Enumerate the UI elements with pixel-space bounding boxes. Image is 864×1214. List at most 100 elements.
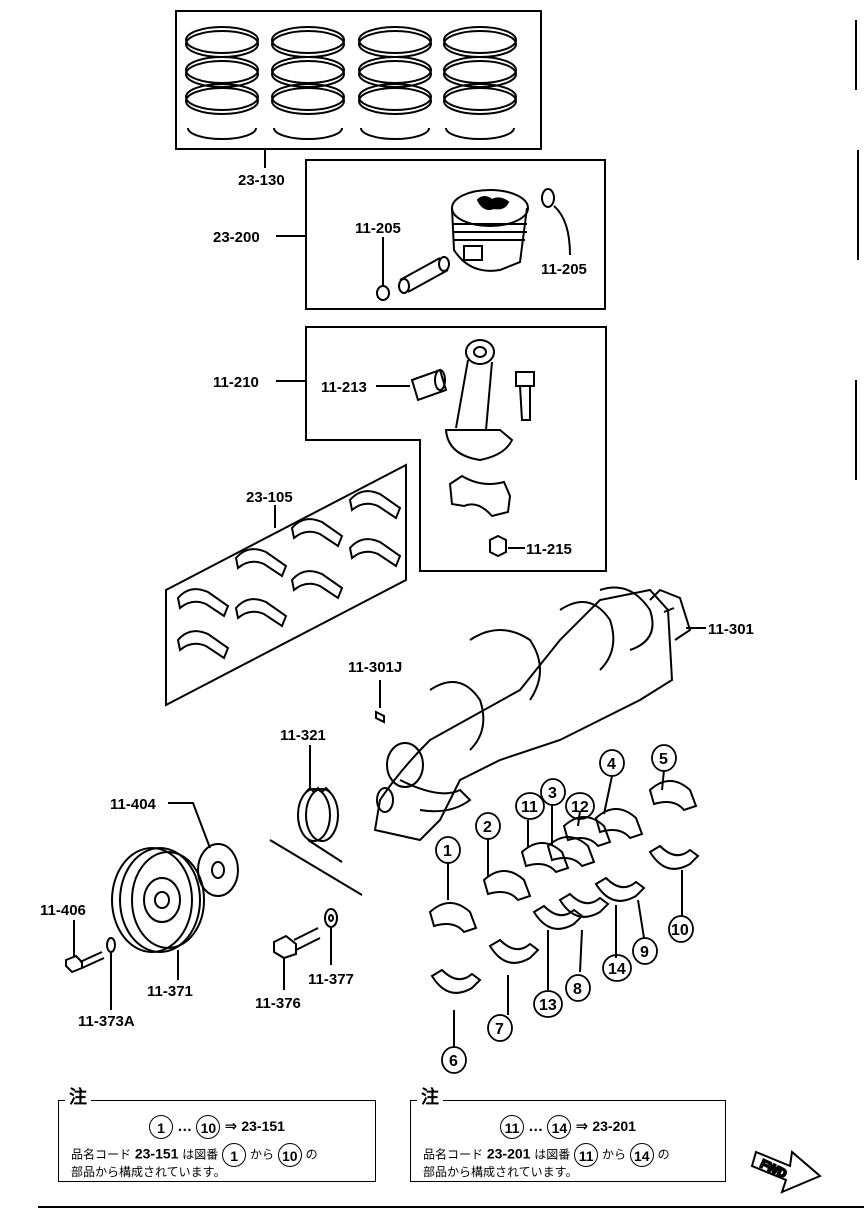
snap-ring-icon [541,188,555,208]
bearing-number-10: 10 [671,922,689,939]
desc-from: から [601,1147,626,1162]
target-code: 23-151 [241,1117,285,1134]
main-bearing-icon [428,780,700,994]
desc-prefix: 品名コード [71,1147,132,1162]
ring-set-2 [271,26,345,140]
note-box-left: 注 1 … 10 ⇒ 23-151 品名コード 23-151 は図番 1 から … [58,1088,376,1182]
target-code: 23-201 [592,1117,636,1134]
connecting-rod-icon [444,339,514,462]
bearing-number-14: 14 [608,961,626,978]
label-11-321: 11-321 [280,727,326,744]
bearing-number-4: 4 [607,756,616,773]
circled-number: 14 [629,1143,654,1167]
desc-prefix: 品名コード [423,1147,484,1162]
range-separator: … [528,1117,544,1135]
circled-number: 10 [277,1143,302,1167]
bearing-number-9: 9 [640,944,649,961]
label-11-205-right: 11-205 [541,261,587,278]
timing-pulley-icon[interactable] [269,745,363,896]
circled-number: 11 [574,1143,599,1167]
bearing-numbers: 1 2 3 4 5 6 7 8 9 10 11 12 13 14 [443,751,689,1070]
bearing-number-6: 6 [449,1053,458,1070]
piston-icon [451,189,529,272]
piston-group[interactable] [276,159,606,310]
ring-set-1 [185,26,259,140]
piston-pin-icon [398,256,450,294]
label-11-373A: 11-373A [78,1013,135,1030]
bearing-number-11: 11 [521,799,538,816]
label-11-406: 11-406 [40,902,86,919]
label-11-376: 11-376 [255,995,301,1012]
footer-rule [38,1206,864,1208]
label-11-377: 11-377 [308,971,354,988]
label-11-301: 11-301 [708,621,754,638]
note-header: 注 [65,1088,91,1108]
bearing-number-1: 1 [443,843,452,860]
note-desc-line: 品名コード 23-151 は図番 1 から 10 の [71,1143,318,1167]
main-bearings-group[interactable] [428,769,700,1048]
note-desc-line-2: 部品から構成されています。 [423,1165,578,1179]
note-box-right: 注 11 … 14 ⇒ 23-201 品名コード 23-201 は図番 11 か… [410,1088,726,1182]
ring-set-3 [358,26,432,140]
arrow-glyph: ⇒ [575,1117,589,1135]
rod-bearings-group[interactable] [165,463,407,707]
rod-cap-icon [448,474,512,518]
circled-number: 1 [222,1143,247,1167]
pulley-washer-icon[interactable] [324,908,338,965]
bearing-shell-icon [176,490,402,660]
label-23-200: 23-200 [213,229,260,246]
rod-nut-icon [489,534,507,558]
page-edge-marks [855,20,859,480]
bearing-number-3: 3 [548,785,557,802]
arrow-glyph: ⇒ [224,1117,238,1135]
bolt-icon[interactable] [65,920,105,974]
crank-pulley-icon[interactable] [111,847,205,980]
desc-mid: は図番 [182,1147,219,1162]
label-11-301J: 11-301J [348,659,402,676]
desc-mid: は図番 [534,1147,571,1162]
piston-rings-group[interactable] [175,10,542,168]
rod-bushing-icon [410,368,448,402]
desc-suffix: の [305,1147,318,1162]
desc-code: 23-201 [486,1145,531,1162]
note-header: 注 [417,1088,443,1108]
bearing-number-5: 5 [659,751,668,768]
note-desc-line: 品名コード 23-201 は図番 11 から 14 の [423,1143,670,1167]
ring-set-4 [443,26,517,140]
circled-number: 14 [547,1115,572,1139]
bearing-number-circles [435,744,694,1074]
note-range-line: 1 … 10 ⇒ 23-151 [59,1115,375,1139]
bearing-number-7: 7 [495,1021,504,1038]
label-23-130: 23-130 [238,172,285,189]
label-11-210: 11-210 [213,374,259,391]
note-range-line: 11 … 14 ⇒ 23-201 [411,1115,725,1139]
label-11-215: 11-215 [526,541,572,558]
desc-code: 23-151 [134,1145,179,1162]
label-11-404: 11-404 [110,796,157,813]
bearing-number-13: 13 [539,997,557,1014]
fwd-arrow-icon: FWD [750,1150,822,1194]
label-23-105: 23-105 [246,489,293,506]
label-11-371: 11-371 [147,983,193,1000]
label-11-213: 11-213 [321,379,367,396]
crankshaft-icon[interactable] [373,586,706,842]
label-11-205-left: 11-205 [355,220,401,237]
bearing-number-2: 2 [483,819,492,836]
desc-suffix: の [657,1147,670,1162]
crank-key-icon [375,680,385,724]
washer-icon[interactable] [106,937,116,1010]
circled-number: 1 [149,1115,174,1139]
connecting-rod-group[interactable] [276,326,607,572]
note-desc-line-2: 部品から構成されています。 [71,1165,226,1179]
bearing-number-8: 8 [573,981,582,998]
fwd-label: FWD [758,1157,789,1181]
pulley-bolt-icon[interactable] [273,927,321,990]
bearing-number-12: 12 [571,799,589,816]
snap-ring-icon [376,285,390,301]
range-separator: … [177,1117,193,1135]
circled-number: 11 [500,1115,525,1139]
circled-number: 10 [196,1115,221,1139]
plate-icon[interactable] [168,802,239,897]
rod-bolt-icon [515,371,535,421]
